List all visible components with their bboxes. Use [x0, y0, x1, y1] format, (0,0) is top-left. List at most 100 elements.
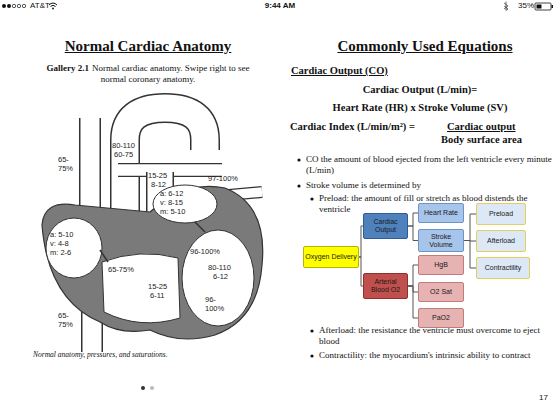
box-label: Contractility [485, 264, 522, 272]
box-text-group: Contractility [485, 264, 522, 272]
tree-connector [408, 286, 418, 292]
saturation-value: 96-100% [190, 248, 220, 257]
pressure-value: v: 4-8 [50, 240, 69, 249]
bluetooth-icon [504, 2, 508, 11]
status-time: 9:44 AM [250, 1, 310, 11]
factor-box: Stroke Volume [418, 229, 464, 252]
box-label: Heart Rate [424, 209, 458, 217]
wifi-icon [49, 3, 57, 5]
pressure-value: 6-12 [213, 273, 228, 282]
signal-dot [2, 4, 6, 8]
box-text-group: Heart Rate [424, 209, 458, 217]
box-label: Stroke Volume [420, 233, 462, 248]
saturation-value: 65-75% [58, 312, 76, 329]
box-label: Afterload [487, 237, 515, 245]
battery-percent: 35% [518, 1, 534, 11]
box-text-group: Preload [489, 210, 513, 218]
pulmonary-branch-lumen [118, 164, 222, 176]
tree-connector [408, 213, 418, 226]
box-text-group: HgB [434, 261, 448, 269]
bullet [310, 354, 313, 357]
box-text-group: O2 Sat [430, 288, 452, 296]
svc-outline [79, 118, 101, 228]
mitral-valve [195, 222, 205, 232]
equation-line: Heart Rate (HR) x Stroke Volume (SV) [285, 101, 555, 114]
heart-wall [42, 186, 263, 339]
box-text-group: Stroke Volume [420, 233, 462, 248]
fraction-numerator: Cardiac output [447, 120, 516, 133]
page-number: 17 [539, 393, 548, 403]
box-text-group: Cardiac Output [365, 218, 406, 233]
determinant-box: Contractility [476, 257, 530, 279]
tree-connector [464, 241, 476, 269]
box-label: Arterial Blood O2 [365, 278, 406, 293]
aorta-outline [125, 108, 205, 250]
box-label: Oxygen Delivery [305, 253, 356, 261]
battery-icon [535, 3, 551, 10]
tree-connector [408, 265, 418, 286]
bullet [310, 197, 313, 200]
carrier-name: AT&T [30, 1, 50, 11]
bullet-text: CO the amount of blood ejected from the … [306, 154, 560, 177]
factor-box: PaO2 [418, 308, 464, 328]
tree-connector [408, 286, 418, 318]
signal-dot [12, 4, 15, 7]
gallery-text: Normal cardiac anatomy. Swipe right to s… [92, 63, 250, 84]
aorta-lumen [125, 108, 205, 250]
box-label: PaO2 [432, 314, 450, 322]
bullet-text: Afterload: the resistance the ventricle … [319, 325, 552, 348]
pulmonary-vein-outline [196, 192, 262, 198]
factor-box: Arterial Blood O2 [363, 273, 408, 299]
pressure-value: 80-110 [112, 142, 135, 151]
box-text-group: Oxygen Delivery [305, 253, 356, 261]
bullet [297, 158, 300, 161]
tree-connector [408, 226, 418, 241]
bullet [297, 184, 300, 187]
saturation-value: 65-75% [108, 266, 134, 275]
tree-connector [464, 214, 476, 241]
pressure-value: m: 2-6 [50, 249, 71, 258]
page-dot [150, 386, 154, 390]
pressure-value: 80-110 [208, 264, 231, 273]
factor-box: O2 Sat [418, 282, 464, 302]
right-ventricle [102, 254, 180, 323]
box-text-group: Arterial Blood O2 [365, 278, 406, 293]
bullet-text: Stroke volume is determined by [306, 180, 551, 191]
equation-line: Cardiac Output (L/min)= [285, 83, 555, 96]
signal-dot [22, 4, 25, 7]
pressure-value: a: 6-12 [160, 190, 183, 199]
pressure-value: 15-25 [148, 172, 167, 181]
bullet [310, 329, 313, 332]
left-ventricle [182, 230, 254, 326]
pressure-value: 8-12 [151, 181, 166, 190]
saturation-value: 96-100% [205, 296, 225, 313]
gallery-number: Gallery 2.1 [46, 63, 89, 73]
equation-line: Cardiac Index (L/min/m²) = [290, 120, 415, 133]
box-label: O2 Sat [430, 288, 452, 296]
tree-connector [464, 240, 476, 242]
page-title: Commonly Used Equations [285, 37, 560, 56]
pressure-value: a: 5-10 [50, 231, 73, 240]
pressure-value: 60-75 [114, 151, 133, 160]
signal-dot [17, 4, 20, 7]
factor-box: Heart Rate [418, 203, 464, 223]
box-text-group: Afterload [487, 237, 515, 245]
ivc-lumen [83, 300, 102, 352]
page-dot [141, 386, 145, 390]
saturation-value: 97-100% [208, 175, 238, 184]
ivc-outline [81, 300, 103, 352]
wifi-icon [52, 8, 54, 10]
signal-dot [7, 4, 11, 8]
gallery-caption: Gallery 2.1Normal cardiac anatomy. Swipe… [34, 63, 262, 86]
bullet-text: Contractility: the myocardium's intrinsi… [319, 350, 552, 361]
figure-caption: Normal anatomy, pressures, and saturatio… [33, 350, 168, 359]
saturation-value: 65-75% [58, 156, 76, 173]
right-atrium [46, 218, 102, 278]
battery-level [537, 5, 542, 9]
svc-lumen [81, 118, 100, 228]
battery-tip [552, 5, 554, 8]
pulmonary-branch-outline [118, 163, 222, 177]
pulmonary-vein-lumen [196, 192, 262, 198]
factor-box: HgB [418, 255, 464, 275]
